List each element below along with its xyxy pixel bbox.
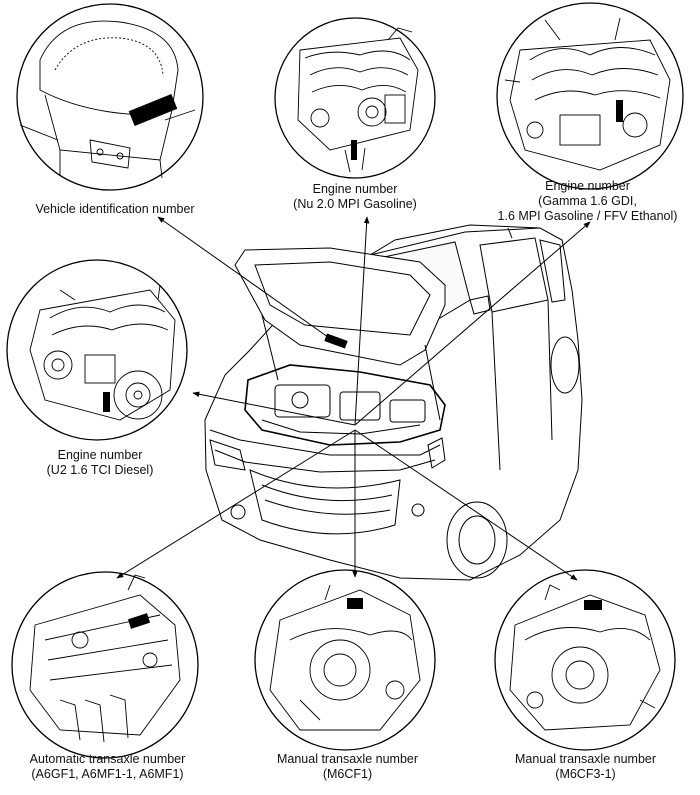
vin-inset [16,3,204,191]
label-engine-gamma: Engine number (Gamma 1.6 GDI, 1.6 MPI Ga… [497,179,678,223]
label-vehicle-identification-number: Vehicle identification number [35,202,195,216]
engine-gamma-inset [496,2,684,190]
arrow-auto-transaxle [116,429,356,579]
arrow-engine-nu [354,216,370,426]
manual-m6cf3-inset [494,569,676,751]
manual-m6cf3-marker [584,600,602,610]
engine-nu-inset [274,17,436,179]
label-engine-u2: Engine number (U2 1.6 TCI Diesel) [46,448,154,477]
engine-u2-inset [6,259,188,441]
arrow-engine-gamma [354,221,591,426]
auto-transaxle-inset [11,571,199,759]
engine-u2-marker [103,392,110,412]
label-auto-transaxle: Automatic transaxle number (A6GF1, A6MF1… [29,752,186,781]
label-manual-m6cf1: Manual transaxle number (M6CF1) [276,752,419,781]
auto-transaxle-marker [127,613,151,629]
vehicle-illustration [204,224,583,581]
manual-m6cf1-marker [347,598,363,609]
manual-m6cf1-inset [254,569,436,751]
vin-plate-marker [128,93,178,127]
arrow-manual-m6cf3 [354,429,578,581]
engine-nu-marker [351,140,357,160]
arrow-vin [157,216,336,343]
engine-gamma-marker [616,100,623,122]
leader-arrows [116,216,591,581]
label-engine-nu: Engine number (Nu 2.0 MPI Gasoline) [293,182,417,211]
label-manual-m6cf3: Manual transaxle number (M6CF3-1) [514,752,657,781]
arrow-engine-u2 [192,391,356,426]
